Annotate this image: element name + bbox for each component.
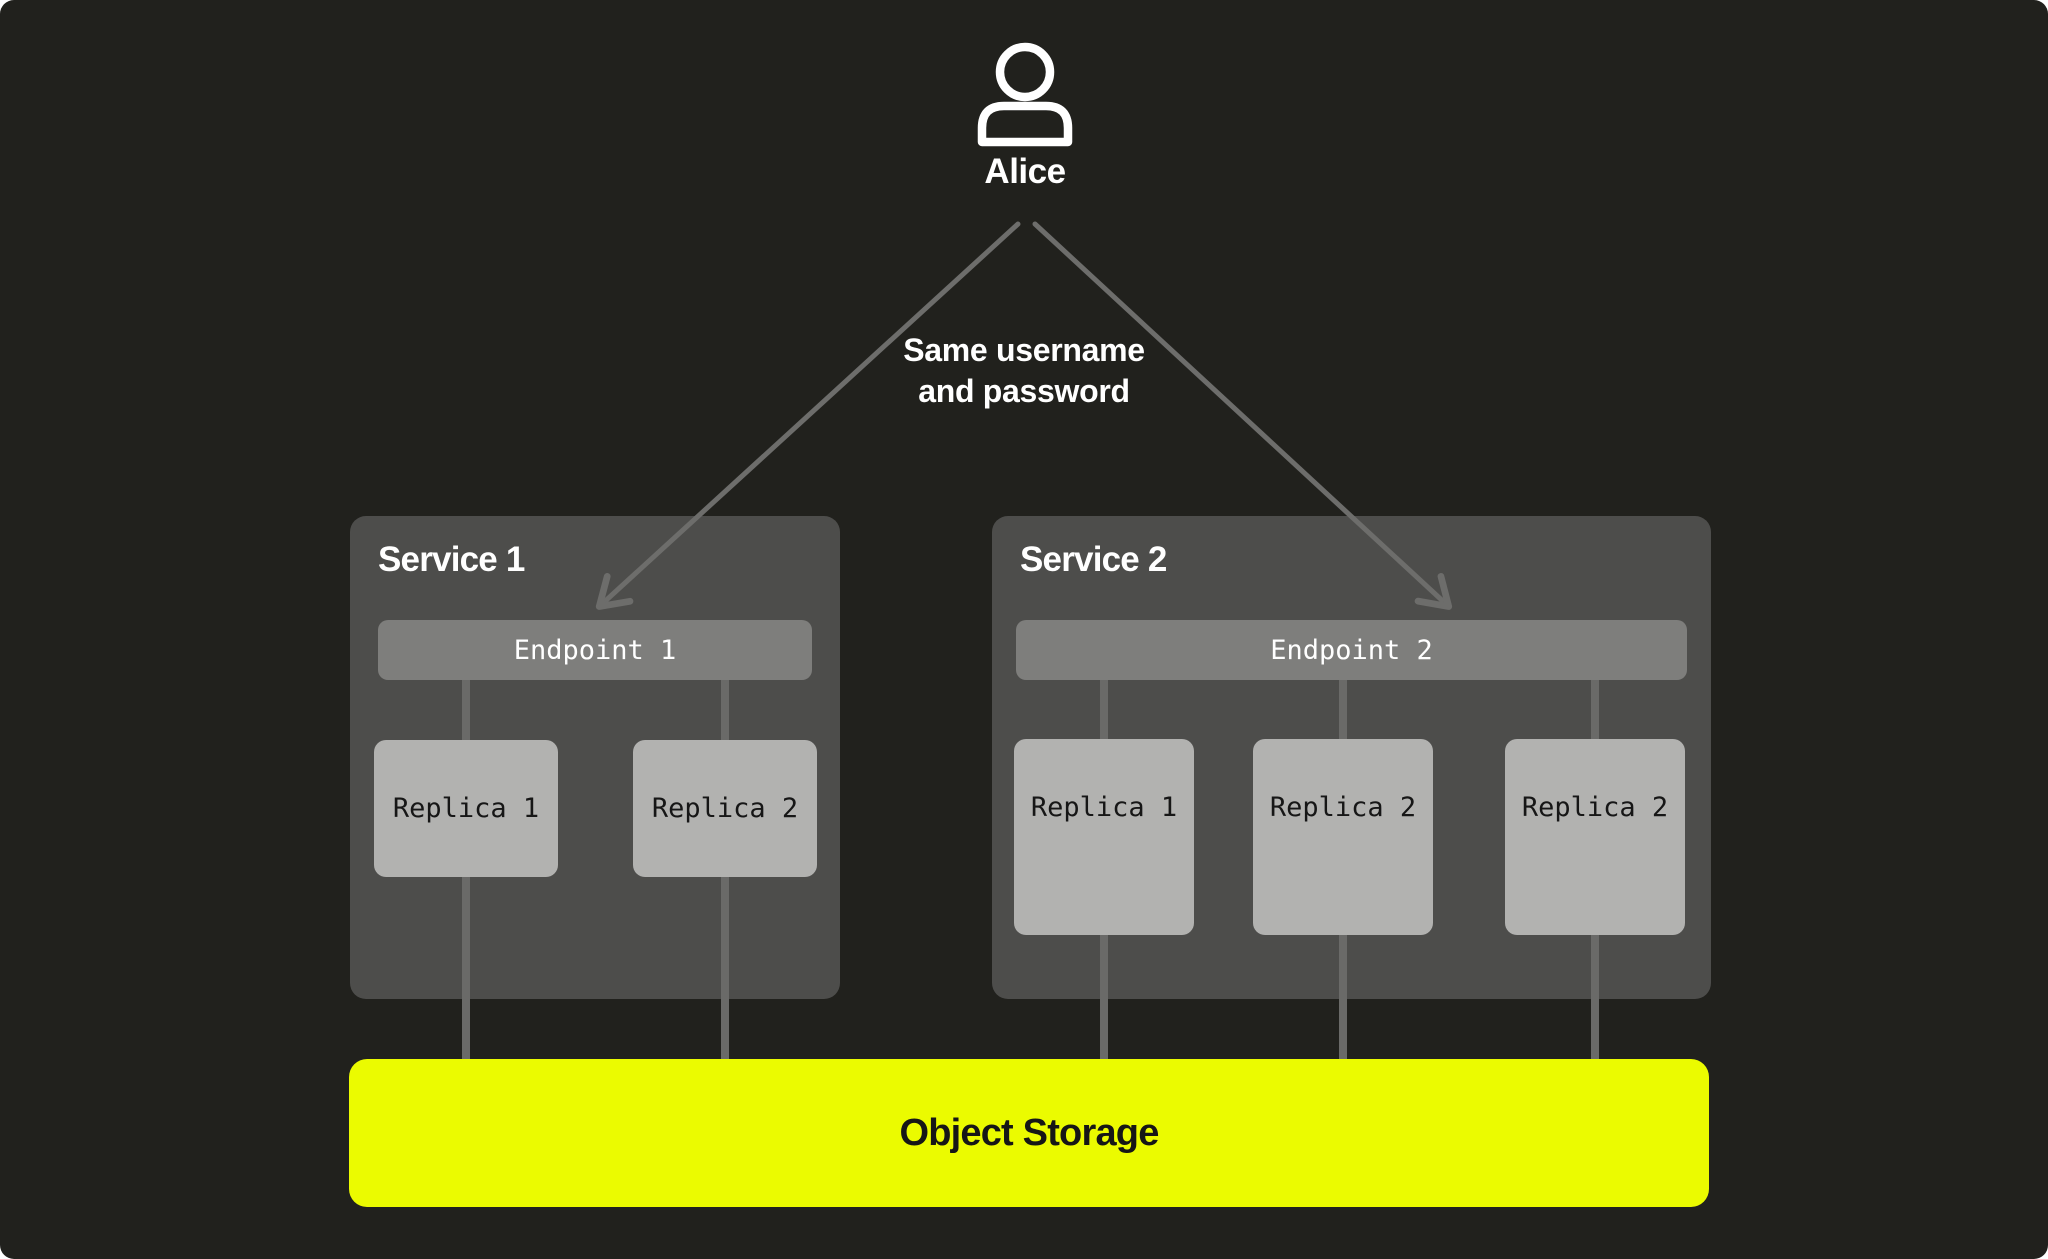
endpoint-1: Endpoint 1 <box>378 620 812 680</box>
service-1-title: Service 1 <box>378 540 525 579</box>
service-1-box: Service 1 Endpoint 1 Replica 1 Replica 2 <box>350 516 840 999</box>
service-2-box: Service 2 Endpoint 2 Replica 1 Replica 2… <box>992 516 1711 999</box>
service-1-replica-2: Replica 2 <box>633 740 817 877</box>
endpoint-2: Endpoint 2 <box>1016 620 1687 680</box>
service-2-replica-1: Replica 1 <box>1014 739 1194 935</box>
object-storage-bar: Object Storage <box>349 1059 1709 1207</box>
object-storage-label: Object Storage <box>899 1111 1159 1154</box>
service-1-replica-1: Replica 1 <box>374 740 558 877</box>
user-name-label: Alice <box>984 152 1066 191</box>
person-icon <box>977 42 1073 147</box>
service-2-replica-2: Replica 2 <box>1253 739 1433 935</box>
service-2-replica-3: Replica 2 <box>1505 739 1685 935</box>
service-2-title: Service 2 <box>1020 540 1167 579</box>
auth-annotation: Same username and password <box>903 332 1145 409</box>
